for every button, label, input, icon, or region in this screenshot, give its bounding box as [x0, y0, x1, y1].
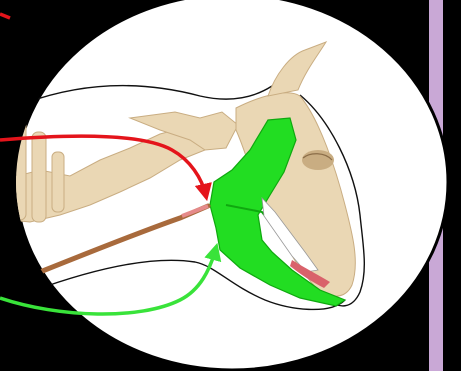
red-arrow-tail	[0, 14, 10, 18]
